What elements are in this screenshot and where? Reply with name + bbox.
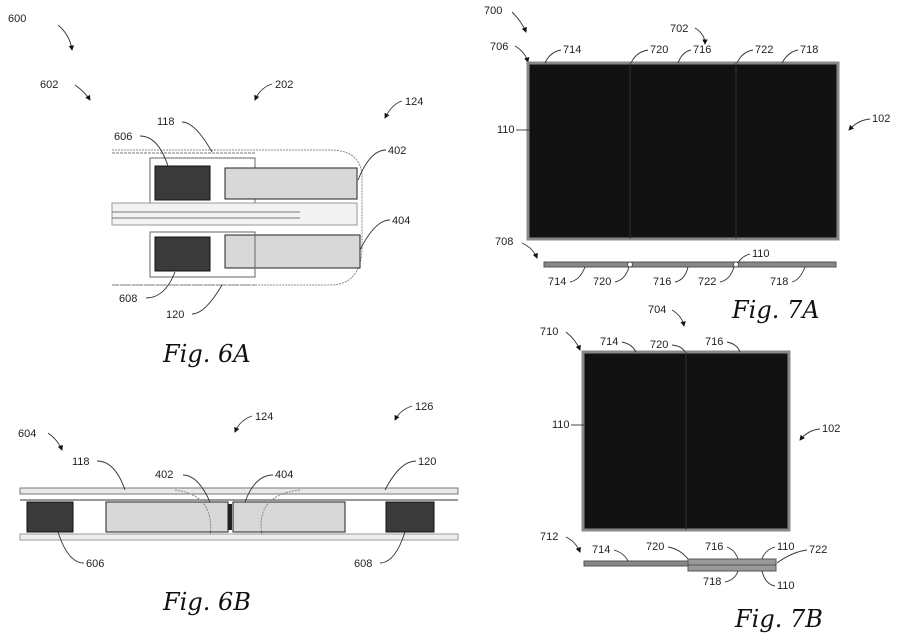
figure-6a: 600 602 202 124 118 606 402 404 6 <box>8 13 423 368</box>
ref-600: 600 <box>8 13 26 25</box>
display-panel-402 <box>105 501 229 533</box>
ref-718b: 718 <box>770 276 788 288</box>
ref-714: 714 <box>600 336 618 348</box>
magnet-608 <box>385 501 435 533</box>
ref-716b: 716 <box>653 276 671 288</box>
figure-caption-7b: Fig. 7B <box>734 605 823 633</box>
magnet-606 <box>26 501 74 533</box>
ref-702: 702 <box>670 23 688 35</box>
device-cross-section-folded <box>111 149 363 286</box>
ref-606: 606 <box>114 131 132 143</box>
ref-118: 118 <box>72 456 90 468</box>
ref-110: 110 <box>497 124 515 136</box>
ref-608: 608 <box>119 293 137 305</box>
ref-700: 700 <box>484 5 502 17</box>
ref-716b: 716 <box>705 541 723 553</box>
ref-110c: 110 <box>777 580 795 592</box>
figure-caption-6b: Fig. 6B <box>162 588 251 616</box>
ref-110b: 110 <box>752 248 770 260</box>
ref-604: 604 <box>18 428 36 440</box>
ref-124: 124 <box>255 411 273 423</box>
figure-7b: 704 710 714 720 716 110 102 712 714 720 … <box>540 304 840 633</box>
figure-caption-7a: Fig. 7A <box>731 296 820 324</box>
ref-602: 602 <box>40 79 58 91</box>
ref-722b: 722 <box>698 276 716 288</box>
flexible-display-7a <box>526 61 840 241</box>
ref-710: 710 <box>540 326 558 338</box>
figure-6b: 604 124 126 118 402 404 120 606 608 Fi <box>18 401 459 616</box>
ref-202: 202 <box>275 79 293 91</box>
ref-714b: 714 <box>592 544 610 556</box>
ref-706: 706 <box>490 41 508 53</box>
ref-402: 402 <box>388 145 406 157</box>
ref-110: 110 <box>552 419 570 431</box>
ref-722: 722 <box>809 544 827 556</box>
display-panel-404 <box>232 501 346 533</box>
ref-712: 712 <box>540 531 558 543</box>
ref-102: 102 <box>822 423 840 435</box>
display-panel-402 <box>224 167 358 200</box>
ref-404: 404 <box>392 215 410 227</box>
ref-708: 708 <box>495 236 513 248</box>
ref-720: 720 <box>650 44 668 56</box>
magnet-606 <box>154 165 211 201</box>
ref-120: 120 <box>166 309 184 321</box>
ref-722: 722 <box>755 44 773 56</box>
ref-720b: 720 <box>593 276 611 288</box>
ref-720: 720 <box>650 339 668 351</box>
ref-704: 704 <box>648 304 666 316</box>
ref-606: 606 <box>86 558 104 570</box>
ref-714: 714 <box>563 44 581 56</box>
ref-120: 120 <box>418 456 436 468</box>
ref-714b: 714 <box>548 276 566 288</box>
ref-718: 718 <box>703 576 721 588</box>
ref-402: 402 <box>155 469 173 481</box>
ref-102: 102 <box>872 113 890 125</box>
ref-110b: 110 <box>777 541 795 553</box>
ref-720b: 720 <box>646 541 664 553</box>
figure-7a: 700 702 706 714 720 716 722 718 110 102 … <box>484 5 890 324</box>
ref-126: 126 <box>415 401 433 413</box>
ref-716: 716 <box>705 336 723 348</box>
ref-124: 124 <box>405 96 423 108</box>
ref-716: 716 <box>693 44 711 56</box>
magnet-608 <box>154 236 211 272</box>
ref-608: 608 <box>354 558 372 570</box>
display-panel-404 <box>224 234 361 269</box>
ref-118: 118 <box>157 116 175 128</box>
ref-404: 404 <box>275 469 293 481</box>
edge-view-7b-lower <box>583 560 689 567</box>
device-cross-section-flat <box>19 487 459 541</box>
edge-view-7a <box>543 261 837 268</box>
figure-caption-6a: Fig. 6A <box>162 340 251 368</box>
ref-718: 718 <box>800 44 818 56</box>
